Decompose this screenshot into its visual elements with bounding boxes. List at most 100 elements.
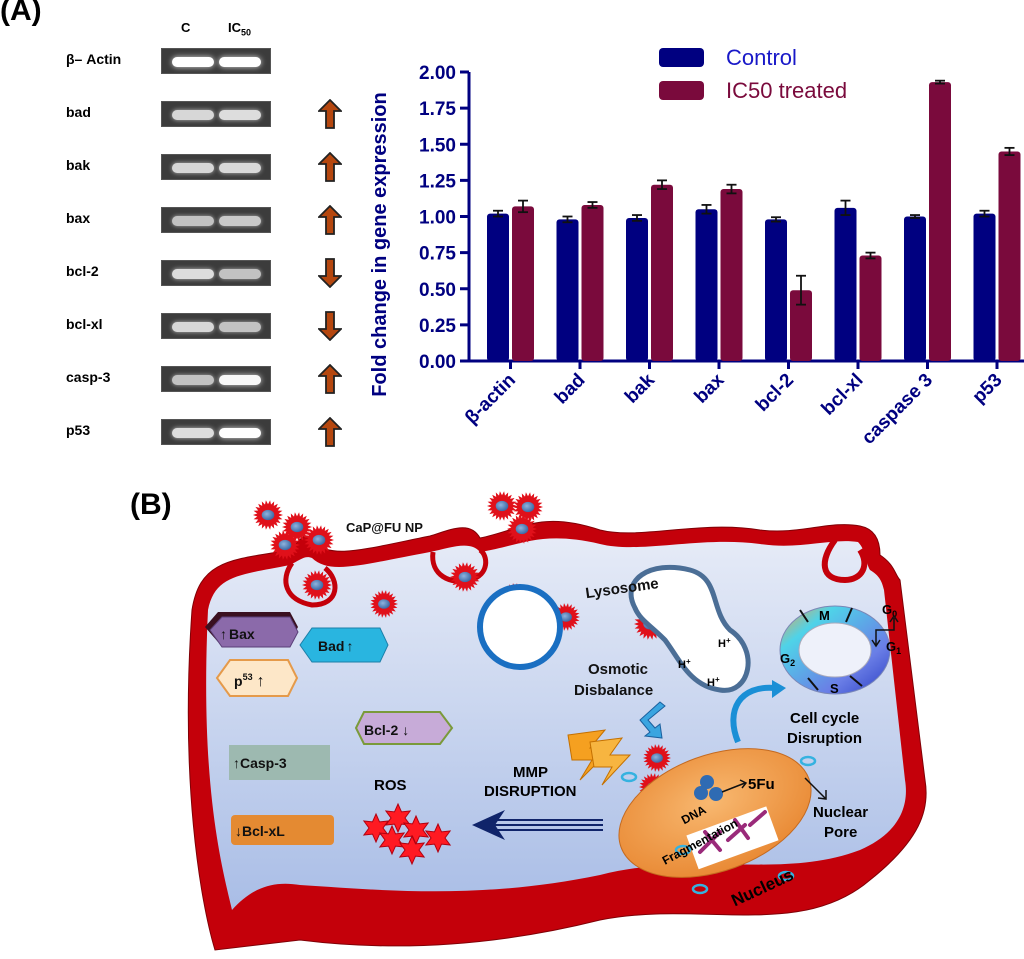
- nanoparticle-icon: [643, 744, 671, 772]
- nanoparticle-icon: [487, 491, 517, 521]
- y-tick-label: 2.00: [419, 63, 456, 84]
- gel-lane-image: [161, 260, 271, 286]
- cell-cycle-ring: [779, 605, 891, 695]
- gel-band-ic50: [219, 216, 261, 226]
- np-label: CaP@FU NP: [346, 520, 423, 535]
- gel-band-control: [172, 428, 214, 438]
- curved-arrowhead-icon: [772, 680, 786, 698]
- arrow-down-icon: [318, 311, 342, 341]
- protein-bclxl: ↓Bcl-xL: [231, 815, 334, 845]
- endosome: [477, 584, 563, 670]
- 5fu-label: 5Fu: [748, 776, 775, 793]
- ros-star-icon: [362, 812, 390, 844]
- gel-row-label: bcl-2: [66, 263, 99, 279]
- cell-cycle-label-2: Disruption: [787, 730, 862, 747]
- bar-ic50-2: [651, 184, 673, 361]
- svg-text:↑Bax: ↑Bax: [220, 626, 255, 642]
- gel-lane-image: [161, 207, 271, 233]
- bar-ic50-1: [581, 204, 604, 361]
- proton-label-3: H+: [707, 675, 720, 689]
- bar-ic50-6: [929, 82, 951, 362]
- phase-g0: G0: [882, 602, 897, 619]
- gel-band-ic50: [219, 110, 261, 120]
- gel-column-control: C: [181, 20, 191, 35]
- bar-ic50-3: [720, 189, 743, 361]
- lysosome: [628, 564, 751, 693]
- y-tick-label: 0.00: [419, 352, 456, 373]
- gel-row-label: p53: [66, 422, 91, 438]
- 5fu-molecules: [694, 775, 723, 801]
- nanoparticle-icon: [450, 562, 480, 592]
- gel-row-label: bcl-xl: [66, 316, 103, 332]
- gel-band-ic50: [219, 375, 261, 385]
- gel-lane-image: [161, 366, 271, 392]
- gel-band-control: [172, 110, 214, 120]
- protein-bcl2: Bcl-2↓: [354, 711, 454, 745]
- nuclear-pores: [620, 755, 817, 895]
- pore-arrow-icon: [804, 777, 827, 800]
- ros-label: ROS: [374, 777, 407, 794]
- ros-star-icon: [384, 802, 412, 834]
- phase-s: S: [830, 681, 839, 696]
- gel-column-ic50: IC50: [228, 20, 251, 38]
- bar-control-0: [487, 213, 509, 361]
- y-tick-label: 1.50: [419, 135, 456, 156]
- gel-lane-image: [161, 101, 271, 127]
- gel-column-ic50-sub: 50: [241, 27, 252, 38]
- legend-swatch-control: [659, 48, 704, 67]
- gel-lane-image: [161, 313, 271, 339]
- bar-control-2: [626, 217, 648, 361]
- bar-control-3: [695, 209, 718, 361]
- y-tick-label: 1.75: [419, 99, 456, 120]
- gel-row-label: bax: [66, 210, 91, 226]
- gel-band-control: [172, 322, 214, 332]
- nanoparticle-icon: [253, 500, 283, 530]
- x-tick-label: bcl-xl: [818, 370, 868, 420]
- phase-g2: G2: [780, 651, 795, 668]
- panel-b-label: (B): [130, 488, 172, 521]
- mmp-label-2: DISRUPTION: [484, 783, 577, 800]
- g0-g1-arrow-icon: [871, 614, 899, 648]
- endocytosis-pit-1: [283, 561, 338, 608]
- nanoparticle-icon: [513, 492, 543, 522]
- gel-band-control: [172, 269, 214, 279]
- y-tick-label: 1.25: [419, 171, 456, 192]
- gel-row-label: bad: [66, 104, 91, 120]
- x-tick-label: bad: [551, 370, 590, 409]
- arrow-up-icon: [318, 152, 342, 182]
- osmotic-label-1: Osmotic: [588, 661, 648, 678]
- legend-label-ic50: IC50 treated: [726, 78, 847, 103]
- proton-label-2: H+: [678, 657, 691, 671]
- cell-cycle-label-1: Cell cycle: [790, 710, 859, 727]
- svg-text:↑Casp-3: ↑Casp-3: [233, 755, 287, 771]
- gel-band-control: [172, 163, 214, 173]
- nanoparticle-icon: [302, 570, 332, 600]
- protein-p53: p53↑: [215, 659, 299, 697]
- curved-arrow-icon: [730, 684, 776, 744]
- nuclear-pore-icon: [674, 844, 692, 856]
- osmotic-label-2: Disbalance: [574, 682, 653, 699]
- x-tick-label: p53: [969, 370, 1007, 408]
- ros-stars: [362, 802, 452, 866]
- ros-star-icon: [378, 824, 406, 856]
- protein-bax: ↑Bax: [205, 612, 299, 648]
- x-tick-label: β-actin: [461, 370, 520, 429]
- y-tick-label: 0.75: [419, 244, 456, 265]
- x-tick-label: bak: [621, 369, 659, 407]
- gel-band-control: [172, 216, 214, 226]
- pore-label-2: Pore: [824, 824, 857, 841]
- svg-text:Bcl-2↓: Bcl-2↓: [364, 722, 409, 738]
- ros-star-icon: [424, 822, 452, 854]
- pore-label-1: Nuclear: [813, 804, 868, 821]
- gel-row-label: casp-3: [66, 369, 111, 385]
- x-tick-label: bax: [691, 369, 729, 407]
- nanoparticle-icon: [270, 530, 300, 560]
- svg-text:p53↑: p53↑: [234, 672, 265, 690]
- x-tick-label: caspase 3: [858, 370, 937, 449]
- gel-band-ic50: [219, 322, 261, 332]
- gel-band-ic50: [219, 269, 261, 279]
- protein-bad: Bad↑: [299, 627, 389, 663]
- bar-ic50-4: [790, 290, 812, 361]
- protein-casp3: ↑Casp-3: [229, 745, 330, 780]
